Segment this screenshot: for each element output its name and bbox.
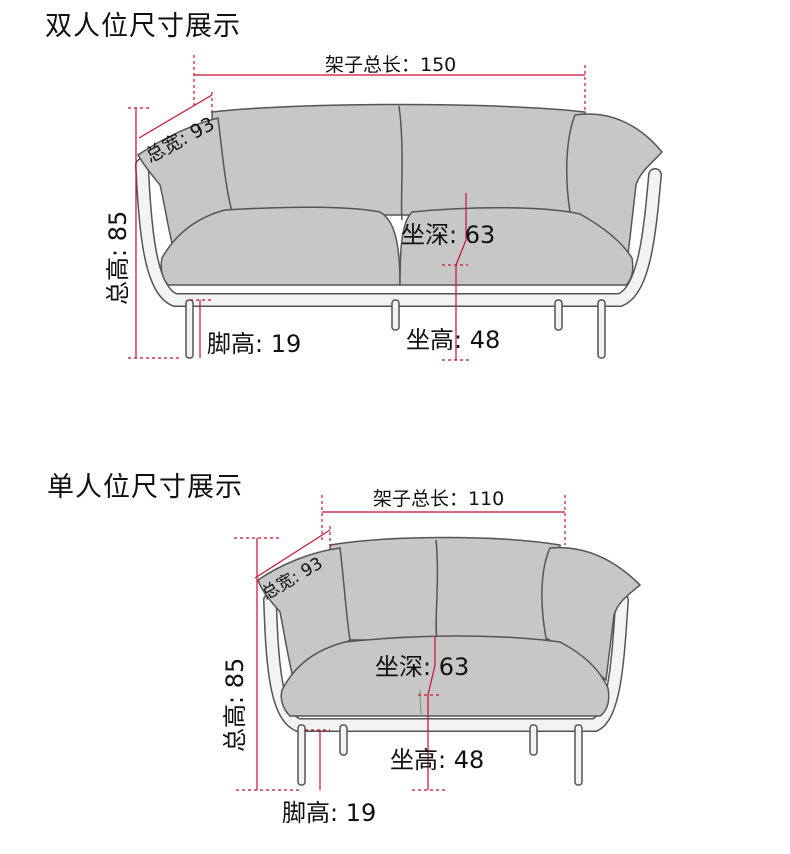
double-dimension-lines [128, 55, 586, 361]
single-seat-depth-label: 坐深: 63 [375, 653, 469, 681]
double-total-height-label: 总高: 85 [104, 211, 132, 305]
sofa-seat-right [399, 206, 634, 286]
double-seat-depth-label: 坐深: 63 [401, 221, 495, 249]
single-leg-height-label: 脚高: 19 [282, 799, 376, 827]
single-seat-height-label: 坐高: 48 [390, 746, 484, 774]
sofa-seat-left [160, 206, 401, 286]
single-sofa [257, 536, 642, 786]
double-seat-height-label: 坐高: 48 [406, 326, 500, 354]
single-frame-length-label: 架子总长：110 [373, 488, 504, 510]
sofa-seat [280, 635, 610, 717]
single-dimension-lines [234, 495, 566, 791]
section-title-single: 单人位尺寸展示 [47, 472, 243, 503]
single-total-height-label: 总高: 85 [221, 658, 249, 752]
sofa-backrest [329, 536, 561, 641]
sofa-legs [185, 299, 606, 359]
double-leg-height-label: 脚高: 19 [207, 330, 301, 358]
sofa-legs [297, 724, 583, 786]
section-title-double: 双人位尺寸展示 [45, 11, 241, 42]
double-sofa [135, 103, 663, 359]
double-frame-length-label: 架子总长：150 [325, 54, 456, 76]
sofa-backrest [211, 103, 586, 216]
